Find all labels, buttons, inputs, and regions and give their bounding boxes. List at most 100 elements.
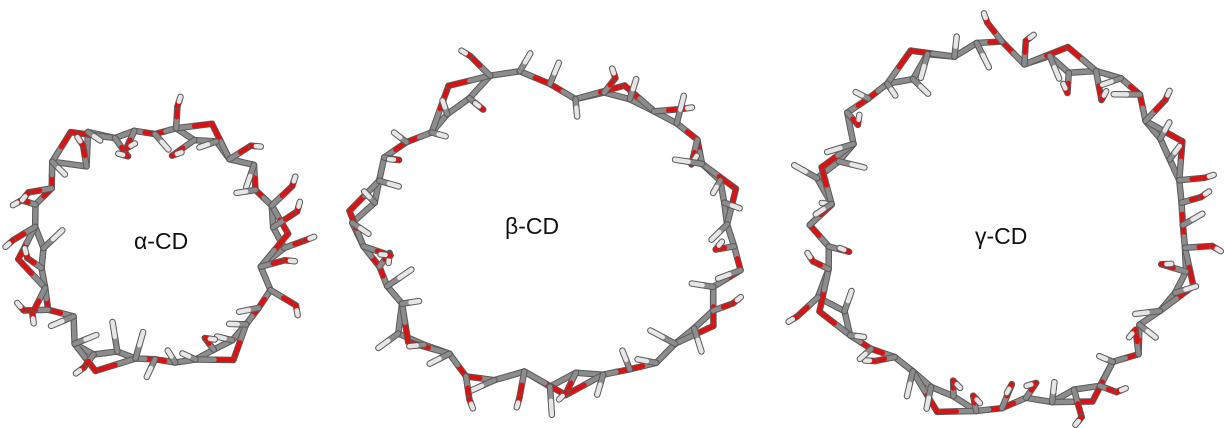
bond-half [674,107,683,126]
bond-half [1162,120,1172,133]
bond-half [594,382,603,397]
bond-half [477,63,493,78]
bond-half [272,231,291,253]
alpha-cd-label: α-CD [134,228,189,254]
bond-half [1065,44,1085,62]
bond-half [1186,264,1196,289]
bond-half [710,184,719,196]
bond-half [857,351,868,362]
bond-half [1206,172,1216,179]
bond-half [296,199,303,209]
bond-half [684,105,695,111]
bond-half [214,334,228,341]
bond-half [651,107,671,114]
bond-half [630,76,639,92]
bond-half [402,320,411,345]
bond-half [268,287,286,300]
bond-half [479,377,497,388]
bond-half [361,189,372,200]
bond-half [347,193,367,214]
bond-half [573,90,603,102]
bond-half [1052,64,1062,81]
bond-half [110,319,118,340]
bond-half [691,153,699,163]
bond-half [824,145,843,155]
bond-half [180,351,192,359]
bond-half [10,200,20,208]
bond-half [715,272,732,281]
gamma-cd-structure [785,10,1224,428]
bond-half [427,356,442,366]
bond-half [522,369,548,386]
bond-half [112,334,120,354]
bond-half [813,206,826,217]
bond-half [620,348,629,363]
bond-half [709,229,722,242]
bond-half [1100,359,1116,384]
bond-half [930,51,957,59]
bond-half [1143,108,1158,124]
bond-half [1024,382,1034,389]
bond-half [83,332,99,342]
bond-half [885,64,902,86]
bond-half [547,384,554,403]
bond-half [19,194,28,203]
bond-half [197,142,211,150]
bond-half [791,163,808,174]
bond-half [716,239,725,248]
bond-half [144,365,154,380]
bond-half [734,294,744,303]
bond-half [699,161,722,179]
bond-half [556,393,565,402]
alpha-cd-structure [2,93,318,381]
bond-half [924,395,932,411]
bond-half [819,153,840,170]
alpha-cd-molecule [0,0,318,428]
bond-half [856,112,862,123]
bond-half [209,121,223,144]
bond-half [1126,331,1135,340]
beta-cd-label: β-CD [505,213,560,239]
bond-half [817,288,827,314]
bond-half [459,48,468,56]
bond-half [1118,386,1128,393]
bond-half [294,307,300,318]
bond-half [397,267,414,281]
bond-half [22,246,29,256]
bond-half [446,78,472,89]
bond-half [838,141,856,151]
bond-half [3,241,12,250]
bond-half [1050,379,1057,395]
bond-half [218,139,232,162]
bond-half [522,51,533,65]
bond-half [1073,418,1081,428]
bond-half [1182,244,1201,251]
bond-half [287,258,298,264]
bond-half [361,244,380,254]
bond-half [378,252,388,258]
bond-half [29,271,48,291]
bond-half [854,333,867,340]
bond-half [805,250,813,260]
bond-half [429,106,443,135]
bond-half [819,200,829,207]
bond-half [896,48,913,70]
bond-half [918,84,931,96]
bond-half [176,94,183,104]
bond-half [1061,81,1068,91]
bond-half [386,255,392,266]
bond-half [307,234,317,241]
gamma-cd-label: γ-CD [975,223,1028,249]
bond-half [637,96,657,114]
bond-half [15,300,23,309]
bond-half [56,165,68,177]
bond-half [165,348,174,359]
bond-half [678,93,687,112]
bond-half [853,89,865,98]
bond-half [73,368,83,376]
bond-half [48,318,65,329]
bond-half [672,157,691,164]
bond-half [207,336,218,342]
bond-half [552,60,562,76]
